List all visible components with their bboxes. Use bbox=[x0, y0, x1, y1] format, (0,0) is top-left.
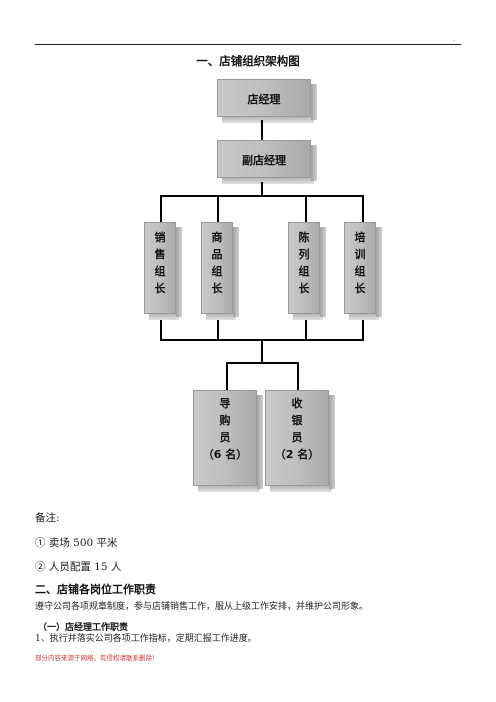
org-label-merchandise-lead: 商 品 组 长 bbox=[211, 231, 223, 295]
org-box-sales-lead: 销 售 组 长 bbox=[144, 222, 182, 320]
org-label-training-lead: 培 训 组 长 bbox=[354, 231, 366, 295]
footer-disclaimer: 部分内容来源于网络，有侵权请联系删除！ bbox=[35, 654, 159, 662]
connector-line bbox=[160, 320, 162, 340]
org-label-deputy: 副店经理 bbox=[242, 154, 286, 167]
org-box-shopping-guide: 导 购 员 （6 名） bbox=[193, 390, 263, 492]
connector-line bbox=[160, 195, 162, 222]
org-label-sales-lead: 销 售 组 长 bbox=[154, 231, 166, 295]
notes-item-staff: ② 人员配置 15 人 bbox=[35, 561, 122, 573]
org-label-cashier: 收 银 员 （2 名） bbox=[274, 397, 320, 461]
connector-line bbox=[261, 120, 263, 140]
connector-line bbox=[217, 195, 219, 222]
connector-line bbox=[261, 339, 263, 363]
org-box-deputy: 副店经理 bbox=[217, 140, 317, 184]
section-intro: 遵守公司各项规章制度，参与店铺销售工作，服从上级工作安排，并维护公司形象。 bbox=[35, 602, 369, 612]
connector-line bbox=[305, 320, 307, 340]
notes-label: 备注: bbox=[35, 512, 60, 524]
org-box-display-lead: 陈 列 组 长 bbox=[288, 222, 326, 320]
connector-line bbox=[261, 182, 263, 196]
connector-line bbox=[226, 362, 298, 364]
subsection-heading: （一）店经理工作职责 bbox=[38, 623, 129, 633]
connector-line bbox=[362, 195, 364, 222]
section-heading: 二、店铺各岗位工作职责 bbox=[35, 583, 156, 596]
org-box-merchandise-lead: 商 品 组 长 bbox=[201, 222, 239, 320]
org-label-manager: 店经理 bbox=[247, 93, 281, 106]
connector-line bbox=[305, 195, 307, 222]
connector-line bbox=[297, 362, 299, 390]
org-box-manager: 店经理 bbox=[217, 79, 317, 123]
connector-line bbox=[226, 362, 228, 390]
page-title: 一、店铺组织架构图 bbox=[196, 54, 300, 68]
org-label-shopping-guide: 导 购 员 （6 名） bbox=[202, 397, 248, 461]
connector-line bbox=[362, 320, 364, 340]
header-dot: . bbox=[453, 36, 455, 43]
notes-item-area: ① 卖场 500 平米 bbox=[35, 537, 118, 549]
org-box-cashier: 收 银 员 （2 名） bbox=[265, 390, 335, 492]
header-rule bbox=[35, 44, 461, 45]
connector-line bbox=[217, 320, 219, 340]
connector-line bbox=[160, 195, 364, 197]
org-label-display-lead: 陈 列 组 长 bbox=[298, 231, 310, 295]
duty-item: 1、执行并落实公司各项工作指标，定期汇报工作进度。 bbox=[35, 634, 257, 644]
org-box-training-lead: 培 训 组 长 bbox=[344, 222, 382, 320]
